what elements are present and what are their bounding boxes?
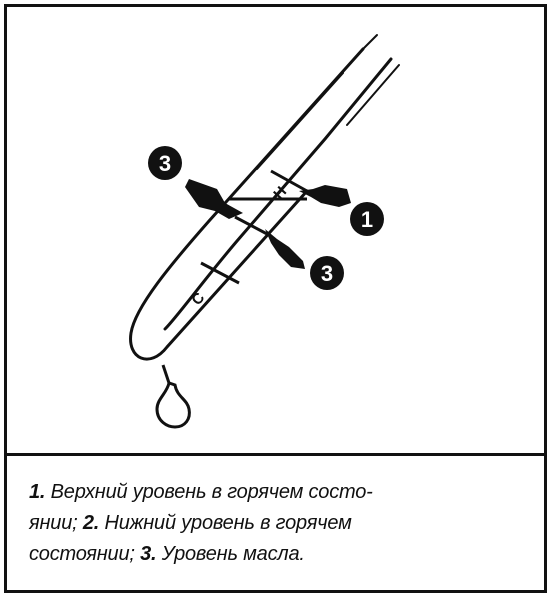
- caption-item-3-text: Уровень масла.: [156, 543, 305, 565]
- arrow-1: [299, 185, 351, 207]
- callout-1: 1: [350, 202, 384, 236]
- callout-3-lower: 3: [310, 256, 344, 290]
- caption-item-1-text: Верхний уровень в горячем состо-: [45, 481, 373, 503]
- arrow-3-upper: [185, 179, 243, 219]
- caption-item-1-cont: янии;: [29, 512, 83, 534]
- caption-divider: [7, 453, 544, 456]
- svg-text:1: 1: [361, 207, 373, 232]
- caption-item-2-text: Нижний уровень в горячем: [99, 512, 352, 534]
- caption-item-1-num: 1.: [29, 481, 46, 503]
- caption-item-2-num: 2.: [82, 512, 100, 534]
- caption-item-2-cont: состоянии;: [29, 543, 141, 565]
- oil-drop: [155, 381, 191, 429]
- figure-caption: 1. Верхний уровень в горячем состо- янии…: [29, 477, 529, 570]
- figure-frame: Н С 3 1 3 1. Верхний уровен: [4, 4, 547, 593]
- caption-line-2: янии; 2. Нижний уровень в горячем: [29, 508, 529, 539]
- caption-item-3-num: 3.: [140, 543, 157, 565]
- dipstick-diagram: Н С 3 1 3: [129, 34, 400, 429]
- dipstick-tube: [129, 34, 400, 361]
- callout-3-upper: 3: [148, 146, 182, 180]
- lower-level-mark-line: [200, 261, 240, 285]
- caption-line-1: 1. Верхний уровень в горячем состо-: [29, 477, 529, 508]
- level-lines: [200, 169, 308, 285]
- svg-text:3: 3: [321, 261, 333, 286]
- svg-text:3: 3: [159, 151, 171, 176]
- upper-level-mark-line: [270, 169, 308, 193]
- arrow-3-lower: [265, 229, 305, 269]
- caption-line-3: состоянии; 3. Уровень масла.: [29, 539, 529, 570]
